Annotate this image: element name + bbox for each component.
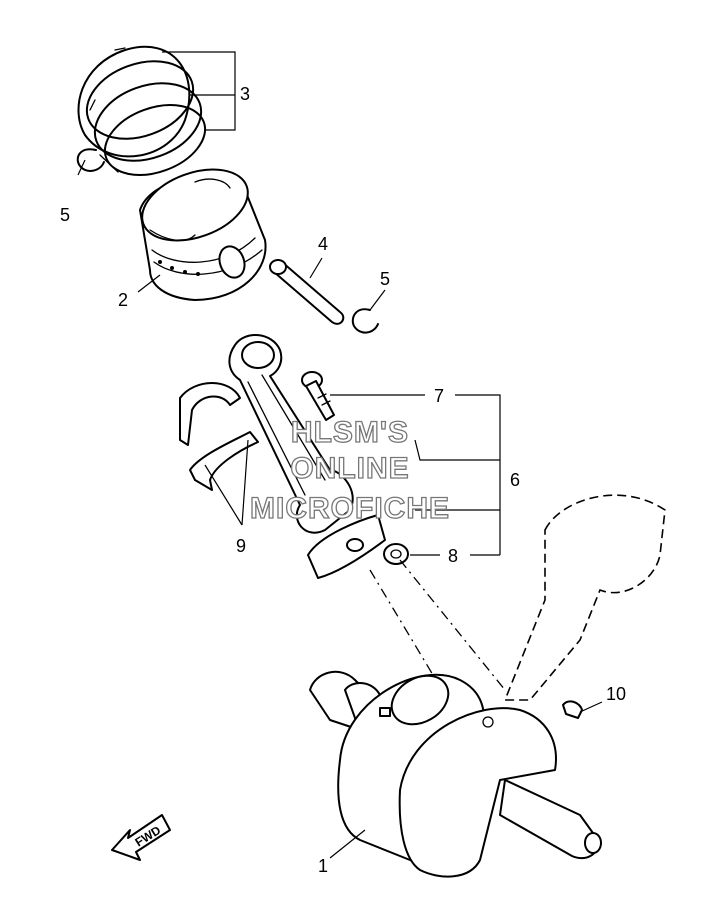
callout-8: 8 — [448, 546, 458, 566]
callout-9: 9 — [236, 536, 246, 556]
watermark: HLSM'S ONLINE MICROFICHE — [249, 415, 450, 525]
watermark-line-3: MICROFICHE — [250, 492, 450, 525]
fwd-arrow-icon: FWD — [111, 814, 171, 861]
callout-5-upper: 5 — [60, 205, 70, 225]
watermark-line-1: HLSM'S — [291, 416, 409, 449]
big-end-bearing-upper — [179, 382, 241, 446]
callout-4: 4 — [318, 234, 328, 254]
connecting-rod — [228, 333, 354, 534]
watermark-line-2: ONLINE — [290, 452, 409, 485]
crankshaft — [309, 494, 666, 878]
callout-1: 1 — [318, 856, 328, 876]
connecting-rod-cap — [307, 514, 386, 579]
callout-3: 3 — [240, 84, 250, 104]
callout-2: 2 — [118, 290, 128, 310]
big-end-bearing-lower — [189, 431, 259, 491]
woodruff-key — [562, 700, 583, 719]
callout-7: 7 — [434, 386, 444, 406]
piston — [139, 168, 267, 301]
piston-pin-clip-lower — [351, 308, 379, 334]
piston-ring-set — [77, 45, 207, 176]
callout-6: 6 — [510, 470, 520, 490]
leader-lines — [77, 51, 603, 859]
connecting-rod-bolt — [301, 371, 335, 421]
piston-pin-clip-upper — [76, 148, 105, 172]
piston-pin — [269, 259, 345, 325]
callout-5-lower: 5 — [380, 269, 390, 289]
connecting-rod-nut — [383, 543, 409, 565]
callout-10: 10 — [606, 684, 626, 704]
